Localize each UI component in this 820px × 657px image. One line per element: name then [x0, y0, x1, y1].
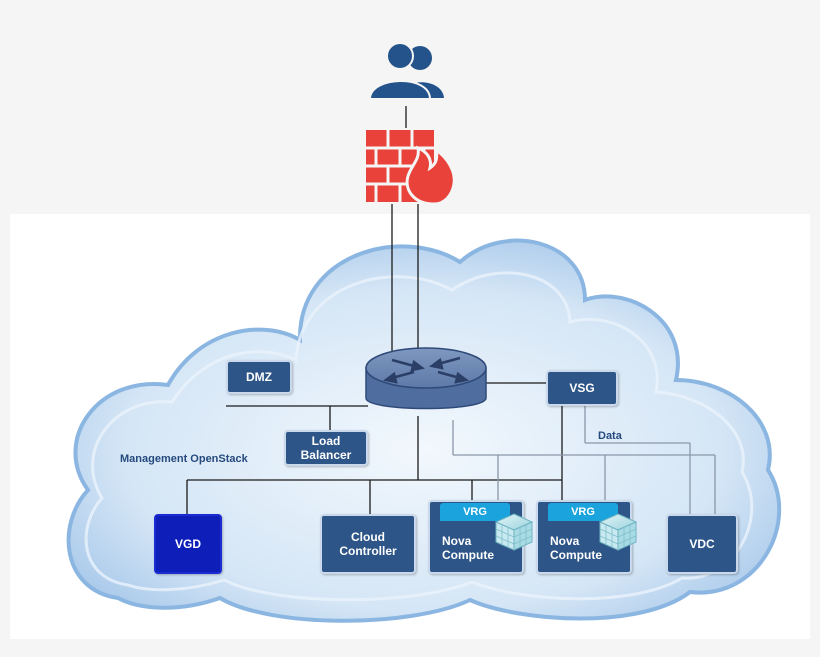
users-icon: [368, 42, 444, 100]
vrg-label: VRG: [463, 506, 487, 518]
vgd-node: VGD: [154, 514, 222, 574]
dmz-label: DMZ: [246, 370, 272, 384]
cloud-controller-label: Cloud Controller: [339, 530, 397, 558]
vrg-tag: VRG: [440, 503, 510, 521]
management-lines: [186, 382, 563, 514]
nova-compute-label: Nova Compute: [442, 534, 494, 562]
management-label: Management OpenStack: [120, 453, 248, 465]
nova-compute-label: Nova Compute: [550, 534, 602, 562]
vsg-node: VSG: [546, 370, 618, 406]
uplink-lines: [391, 106, 419, 362]
load-balancer-label: Load Balancer: [300, 434, 352, 462]
dmz-node: DMZ: [226, 360, 292, 394]
firewall-icon: [366, 130, 456, 206]
data-label: Data: [598, 430, 622, 442]
vsg-label: VSG: [569, 381, 595, 395]
vdc-node: VDC: [666, 514, 738, 574]
vdc-label: VDC: [689, 537, 715, 551]
router-icon: [365, 347, 487, 410]
vrg-label: VRG: [571, 506, 595, 518]
cloud-controller-node: Cloud Controller: [320, 514, 416, 574]
data-lines: [452, 406, 716, 514]
load-balancer-node: Load Balancer: [284, 430, 368, 466]
vrg-tag: VRG: [548, 503, 618, 521]
vgd-label: VGD: [174, 537, 201, 551]
